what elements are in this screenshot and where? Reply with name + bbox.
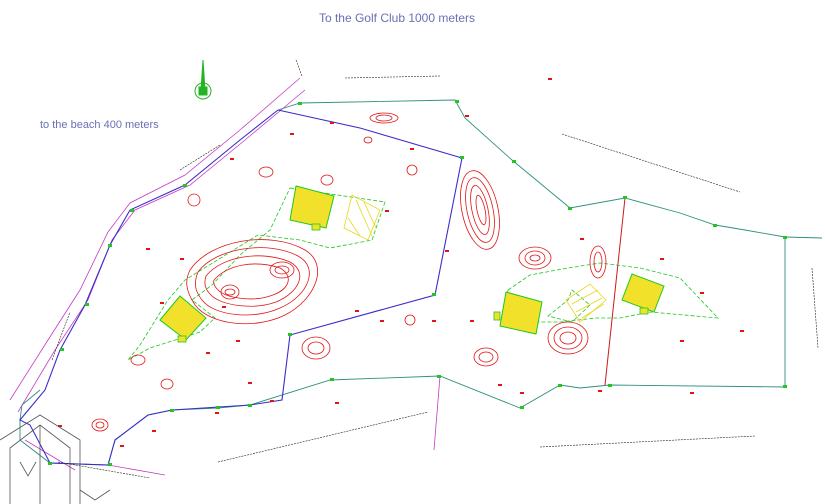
golf-club-direction-label: To the Golf Club 1000 meters: [319, 11, 475, 25]
beach-direction-label: to the beach 400 meters: [40, 119, 159, 131]
building-1: [289, 185, 335, 231]
outer-road-lines: [9, 77, 441, 476]
building-2: [159, 295, 207, 343]
contour-lines: [91, 112, 607, 432]
road-edge: [19, 99, 823, 466]
terrace-area-1: [343, 194, 381, 241]
road-annotations: [51, 59, 819, 479]
parcel-divider: [604, 197, 626, 386]
building-4: [621, 273, 665, 315]
plot-outlines: [127, 187, 720, 361]
survey-points: [48, 100, 787, 466]
elevation-marks: [58, 78, 744, 447]
north-arrow-icon: [194, 59, 212, 100]
building-3: [493, 291, 543, 335]
terrace-area-2: [565, 283, 607, 323]
property-boundary: [19, 109, 463, 466]
site-sketch: [0, 414, 111, 504]
